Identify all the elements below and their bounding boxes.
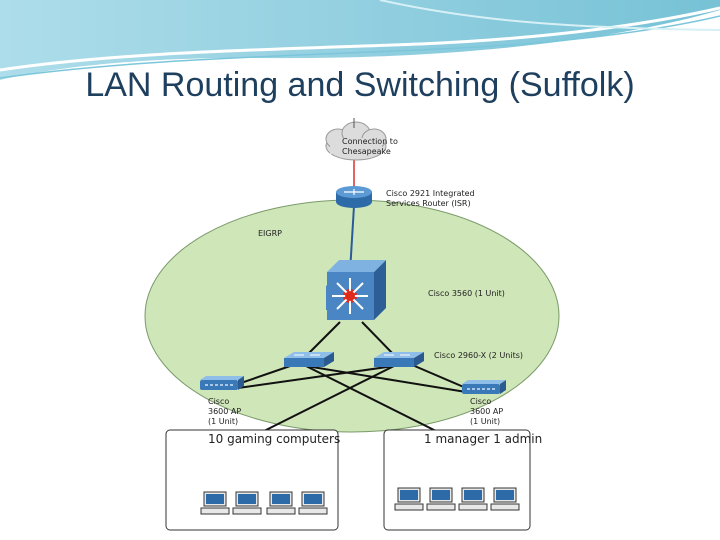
link-core-to-access-left <box>305 321 341 357</box>
access-switch-right-icon <box>374 352 424 367</box>
group-left-label: 10 gaming computers <box>208 432 340 446</box>
eigrp-label: EIGRP <box>258 229 282 238</box>
computer-icon <box>200 491 230 515</box>
access-switch-left-icon <box>284 352 334 367</box>
link-access-left-to-ap-right <box>305 365 467 393</box>
access-point-left-icon <box>200 376 244 390</box>
computer-icon <box>298 491 328 515</box>
cloud-icon <box>325 121 387 161</box>
computer-icon <box>232 491 262 515</box>
router-label-line1: Cisco 2921 Integrated <box>386 189 475 198</box>
access-point-right-icon <box>462 380 506 394</box>
router-label-line2: Services Router (ISR) <box>386 199 471 208</box>
router-icon <box>336 186 372 208</box>
link-core-to-access-right <box>361 321 396 357</box>
computer-icon <box>266 491 296 515</box>
ap-left-label-line2: 3600 AP <box>208 407 241 416</box>
core-switch-icon <box>326 260 386 320</box>
ap-right-label-line2: 3600 AP <box>470 407 503 416</box>
computer-icon <box>490 487 520 511</box>
computer-icon <box>394 487 424 511</box>
link-access-right-to-ap-left <box>237 365 395 389</box>
core-switch-label: Cisco 3560 (1 Unit) <box>428 289 505 298</box>
cloud-label-line2: Chesapeake <box>342 147 391 156</box>
link-access-left-to-ap-left <box>237 363 297 385</box>
access-switch-label: Cisco 2960-X (2 Units) <box>434 351 523 360</box>
ap-right-label-line3: (1 Unit) <box>470 417 500 426</box>
ap-left-label-line3: (1 Unit) <box>208 417 238 426</box>
computer-icon <box>426 487 456 511</box>
link-access-right-to-group-left <box>261 365 395 433</box>
cloud-label-line1: Connection to <box>342 137 398 146</box>
link-access-right-to-ap-right <box>409 363 467 389</box>
header-wave-banner <box>0 0 720 80</box>
ap-left-label-line1: Cisco <box>208 397 229 406</box>
link-access-left-to-group-right <box>305 365 439 433</box>
slide-title: LAN Routing and Switching (Suffolk) <box>85 66 635 104</box>
computer-icon <box>458 487 488 511</box>
group-right-label: 1 manager 1 admin <box>424 432 542 446</box>
ap-right-label-line1: Cisco <box>470 397 491 406</box>
